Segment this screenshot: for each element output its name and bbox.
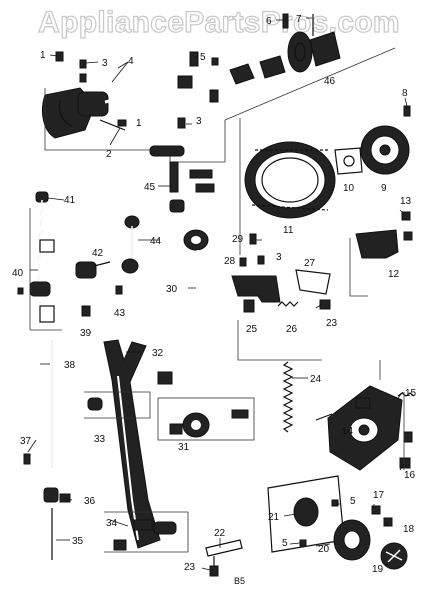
callout-2: 2 (106, 149, 112, 160)
callout-20: 20 (318, 544, 330, 555)
callout-5-lower: 5 (282, 538, 288, 549)
callout-3-top: 3 (102, 58, 108, 69)
callout-25: 25 (246, 324, 258, 335)
footer-code: B5 (234, 576, 245, 586)
main-shaft-assembly (42, 13, 341, 139)
disc-19 (380, 542, 408, 570)
callout-41: 41 (64, 195, 76, 206)
callout-5: 5 (350, 496, 356, 507)
callout-11: 11 (283, 225, 294, 236)
callout-33: 33 (94, 434, 106, 445)
callout-28: 28 (224, 256, 236, 267)
callout-34: 34 (106, 518, 118, 529)
callout-45: 45 (144, 182, 156, 193)
callout-5-top: 5 (200, 52, 206, 63)
pivot-34 (104, 511, 189, 553)
callout-14: 14 (342, 426, 354, 437)
callout-15: 15 (405, 388, 417, 399)
bracket-12 (355, 211, 413, 259)
watermark-logo: AppliancePartsPros.com (38, 5, 401, 39)
gear-9 (360, 125, 410, 175)
callout-22: 22 (214, 528, 226, 539)
callout-1: 1 (136, 118, 142, 129)
callout-18: 18 (403, 524, 415, 535)
spring-24 (282, 361, 294, 433)
bracket-25 (231, 275, 281, 313)
gasket-10 (334, 147, 363, 175)
callout-36: 36 (84, 496, 96, 507)
link-rod-44 (121, 215, 140, 274)
callout-46: 46 (324, 76, 336, 87)
callout-32: 32 (152, 348, 164, 359)
callout-30: 30 (166, 284, 178, 295)
callout-4: 4 (128, 56, 134, 67)
callout-13: 13 (400, 196, 412, 207)
callout-7: 7 (296, 14, 302, 25)
crank-42 (75, 261, 123, 295)
callout-40: 40 (12, 268, 24, 279)
leader-lines (27, 17, 408, 571)
callout-27: 27 (304, 258, 316, 269)
callout-12: 12 (388, 269, 400, 280)
callout-16: 16 (404, 470, 416, 481)
callout-17: 17 (373, 490, 385, 501)
callout-37: 37 (20, 436, 32, 447)
callout-1-top: 1 (40, 50, 46, 61)
fork-45 (149, 145, 215, 213)
callout-6: 6 (266, 16, 272, 27)
callout-10: 10 (343, 183, 355, 194)
callout-31: 31 (178, 442, 190, 453)
callout-labels: 1 1 2 3 3 3 4 5 5 5 6 7 8 9 10 11 12 13 … (12, 14, 417, 586)
callout-43: 43 (114, 308, 126, 319)
vertical-lever-41 (29, 191, 62, 331)
callout-3-center: 3 (276, 252, 282, 263)
callout-21: 21 (268, 512, 280, 523)
callout-23: 23 (184, 562, 196, 573)
callout-8: 8 (402, 88, 408, 99)
callout-19: 19 (372, 564, 384, 575)
callout-35: 35 (72, 536, 84, 547)
callout-29: 29 (232, 234, 244, 245)
tension-assembly-20 (267, 475, 393, 561)
connecting-rod-30 (169, 229, 249, 438)
callout-24: 24 (310, 374, 322, 385)
callout-42: 42 (92, 248, 104, 259)
regulator-assembly-14 (315, 385, 415, 471)
callout-9: 9 (381, 183, 387, 194)
needle-bar-38 (23, 340, 71, 560)
callout-44: 44 (150, 236, 162, 247)
callout-26: 26 (286, 324, 298, 335)
callout-3: 3 (196, 116, 202, 127)
callout-39: 39 (80, 328, 92, 339)
callout-23-right: 23 (326, 318, 338, 329)
plate-22 (205, 539, 243, 577)
gear-housing-11 (244, 141, 336, 219)
callout-38: 38 (64, 360, 76, 371)
spring-26 (277, 301, 299, 307)
